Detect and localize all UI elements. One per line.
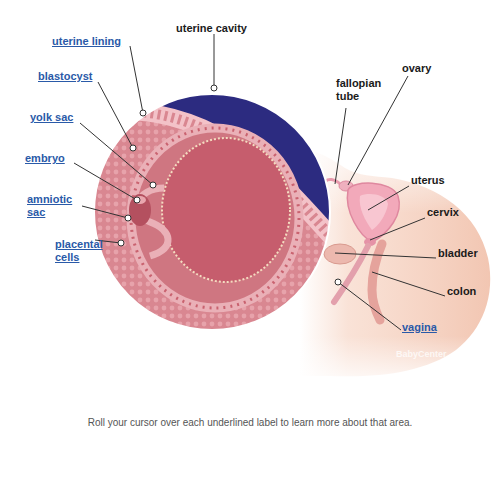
part-label: fallopian tube [336,77,400,103]
yolk-sac-shape [162,138,290,282]
leader-line [80,123,153,185]
watermark: BabyCenter [396,348,447,361]
uterus-cavity-shape [360,194,388,230]
part-label: uterine lining [52,35,121,48]
part-label: cervix [427,206,459,219]
part-label: amniotic sac [27,193,83,219]
leader-line [130,46,143,113]
leader-marker [134,197,140,203]
leader-line [335,253,436,258]
part-label: colon [447,285,476,298]
leader-line [214,34,215,88]
part-label: uterine cavity [176,22,247,35]
leader-marker [125,215,131,221]
part-label: bladder [438,247,478,260]
amniotic-sac-shape [129,194,151,226]
leader-marker [130,145,136,151]
blastocyst-shape [131,128,299,308]
leader-line [368,186,409,210]
caption: Roll your cursor over each underlined la… [0,417,500,428]
part-label: placental cells [55,238,117,264]
part-label: uterus [411,174,445,187]
leader-line [370,218,425,240]
leader-line [98,82,133,148]
leader-line [335,108,346,184]
leader-line [82,206,128,218]
blastocyst-cells [131,128,299,308]
leader-line [372,272,445,296]
part-label: yolk sac [30,111,73,124]
leader-marker [118,240,124,246]
part-label: vagina [402,321,437,334]
leader-line [74,163,137,200]
part-label: ovary [402,62,431,75]
inset-border [94,94,330,330]
embryo-shape [134,196,146,204]
uterine-tissue [90,90,335,335]
leader-lines [74,34,445,330]
part-label: blastocyst [38,70,92,83]
leader-marker [150,182,156,188]
leader-line [338,282,401,330]
inset-view [88,88,340,335]
leader-marker [140,110,146,116]
uterus-shape [347,183,399,242]
part-label: embryo [25,152,65,165]
leader-marker [211,85,217,91]
leader-markers [118,85,341,285]
leader-marker [335,279,341,285]
